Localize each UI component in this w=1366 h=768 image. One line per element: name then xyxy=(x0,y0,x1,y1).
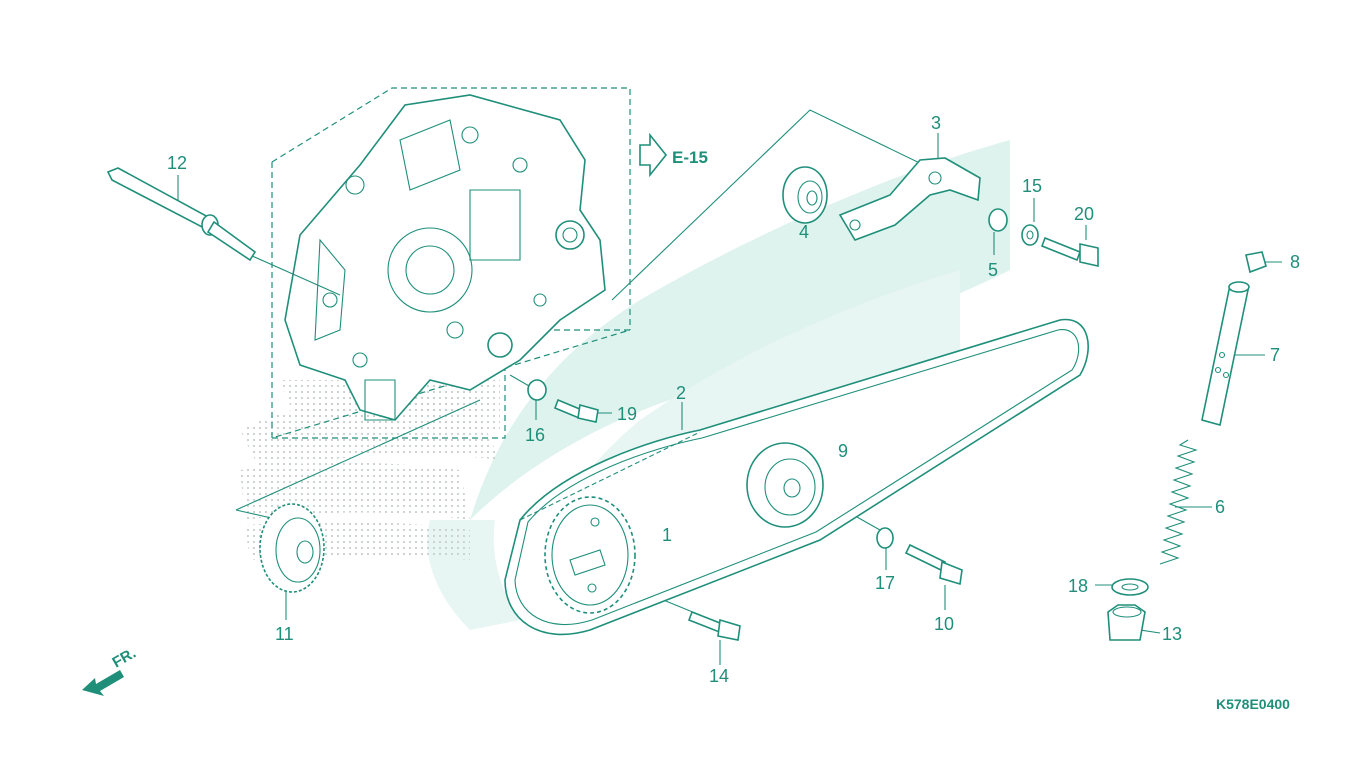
part-7-tube xyxy=(1201,281,1250,426)
label-part-10: 10 xyxy=(934,614,954,634)
label-part-14: 14 xyxy=(709,666,729,686)
drawing-code: K578E0400 xyxy=(1216,696,1290,712)
label-part-2: 2 xyxy=(676,383,686,403)
label-part-3: 3 xyxy=(931,113,941,133)
part-20-bolt xyxy=(1040,236,1099,267)
label-part-18: 18 xyxy=(1068,576,1088,596)
front-marker-label: FR. xyxy=(110,645,139,672)
label-part-19: 19 xyxy=(617,404,637,424)
part-5-collar xyxy=(988,208,1008,232)
label-part-15: 15 xyxy=(1022,176,1042,196)
part-11-gear xyxy=(259,503,325,593)
part-1-cam-sprocket xyxy=(544,496,636,614)
part-13-plug xyxy=(1107,604,1146,641)
front-arrow-icon xyxy=(82,670,124,696)
part-9-roller xyxy=(746,442,824,528)
label-part-16: 16 xyxy=(525,425,545,445)
label-part-20: 20 xyxy=(1074,204,1094,224)
label-part-11: 11 xyxy=(275,624,294,644)
part-17-washer xyxy=(876,527,894,549)
label-part-7: 7 xyxy=(1270,345,1280,365)
label-part-12: 12 xyxy=(167,153,187,173)
label-part-1: 1 xyxy=(662,525,672,545)
part-14-bolt xyxy=(687,610,741,641)
label-part-6: 6 xyxy=(1215,497,1225,517)
reference-arrow xyxy=(639,132,668,178)
part-labels: 1 2 3 4 5 6 7 8 9 10 11 12 13 14 15 16 1… xyxy=(167,113,1300,686)
part-16-washer xyxy=(527,379,547,401)
part-12-bolt xyxy=(106,167,257,262)
label-part-5: 5 xyxy=(988,260,998,280)
label-part-8: 8 xyxy=(1290,252,1300,272)
part-18-washer xyxy=(1111,578,1149,596)
reference-label: E-15 xyxy=(672,148,708,167)
part-8-cap xyxy=(1245,251,1267,274)
label-part-9: 9 xyxy=(838,441,848,461)
part-19-bolt xyxy=(553,398,599,423)
label-part-17: 17 xyxy=(875,573,895,593)
part-15-washer xyxy=(1021,224,1039,246)
part-6-spring xyxy=(1159,439,1198,565)
part-3-tensioner-arm xyxy=(838,157,981,241)
label-part-4: 4 xyxy=(799,222,809,242)
part-10-bolt xyxy=(904,543,963,586)
label-part-13: 13 xyxy=(1162,624,1182,644)
part-4-sprocket xyxy=(782,166,828,224)
crankcase xyxy=(284,94,606,421)
